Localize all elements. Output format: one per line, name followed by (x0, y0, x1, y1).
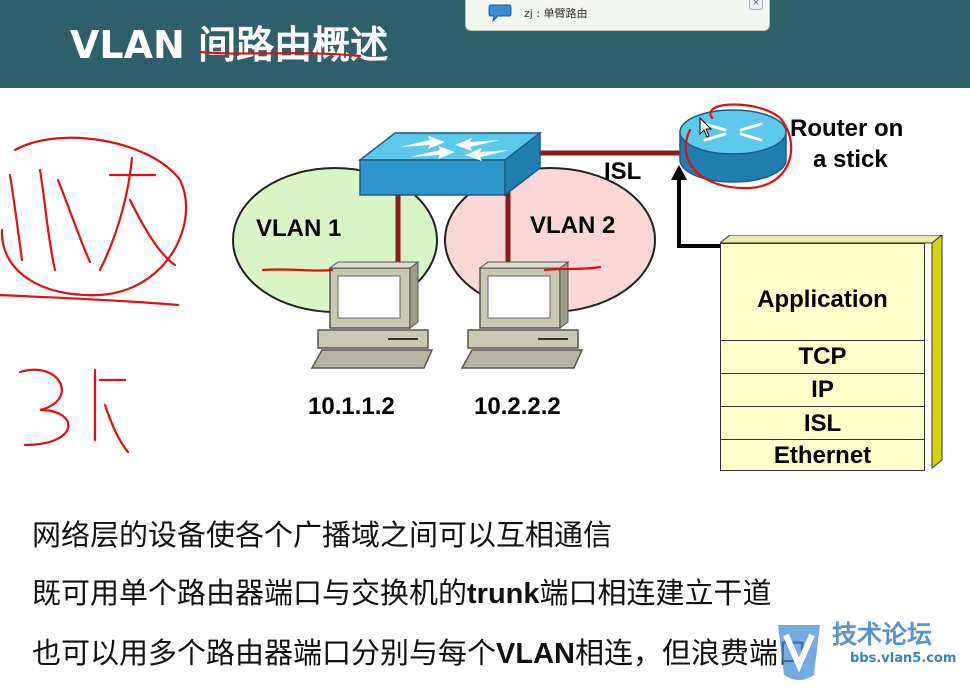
bullet-2-text-pre: 既可用单个路由器端口与交换机的 (32, 576, 468, 610)
bullet-3-text-pre: 也可以用多个路由器端口分别与每个 (32, 636, 497, 670)
watermark-text: 技术论坛 (832, 620, 933, 649)
red-annotations (0, 50, 793, 454)
bullet-line-3: 也可以用多个路由器端口分别与每个VLAN相连，但浪费端口 (32, 630, 807, 672)
host2-computer-icon (460, 261, 584, 369)
vlan1-label: VLAN 1 (256, 215, 342, 242)
bullet-line-2: 既可用单个路由器端口与交换机的trunk端口相连建立干道 (32, 570, 772, 612)
isl-label: ISL (604, 158, 642, 185)
slide-title: VLAN 间路由概述 (70, 23, 389, 67)
host1-computer-icon (310, 261, 434, 369)
close-icon[interactable]: × (749, 0, 763, 10)
router-label-line1: Router on (790, 115, 904, 142)
bullet-2-text-bold: trunk (467, 578, 540, 610)
router-label-line2: a stick (813, 146, 888, 173)
watermark-url: bbs.vlan5.com (850, 651, 957, 666)
chat-message: zj : 单臂路由 (524, 7, 588, 20)
network-diagram (0, 50, 793, 454)
stack-layer-ip: IP (720, 373, 925, 407)
chat-notification[interactable]: zj : 单臂路由 × (465, 0, 770, 31)
stack-layer-ethernet: Ethernet (720, 439, 925, 471)
watermark-logo-icon (778, 625, 820, 680)
stack-arrow (671, 165, 720, 248)
site-watermark: 技术论坛 bbs.vlan5.com (770, 615, 970, 689)
stack-3d-edge (720, 235, 943, 470)
mouse-cursor-icon (699, 116, 713, 138)
bullet-line-1: 网络层的设备使各个广播域之间可以互相通信 (32, 512, 612, 554)
bullet-3-text-post: 相连，但浪费端口 (574, 636, 807, 670)
stack-layer-isl: ISL (720, 406, 925, 440)
switch-icon (357, 131, 543, 197)
bullet-3-text-bold: VLAN (496, 638, 575, 670)
vlan2-label: VLAN 2 (530, 212, 616, 239)
host2-ip: 10.2.2.2 (474, 393, 561, 420)
bullet-1-text: 网络层的设备使各个广播域之间可以互相通信 (32, 518, 613, 552)
router-icon (679, 109, 787, 183)
stack-layer-application: Application (720, 243, 925, 341)
chat-bubble-icon (488, 4, 512, 23)
bullet-2-text-post: 端口相连建立干道 (539, 576, 772, 610)
host1-ip: 10.1.1.2 (308, 393, 395, 420)
stack-layer-tcp: TCP (720, 340, 925, 374)
